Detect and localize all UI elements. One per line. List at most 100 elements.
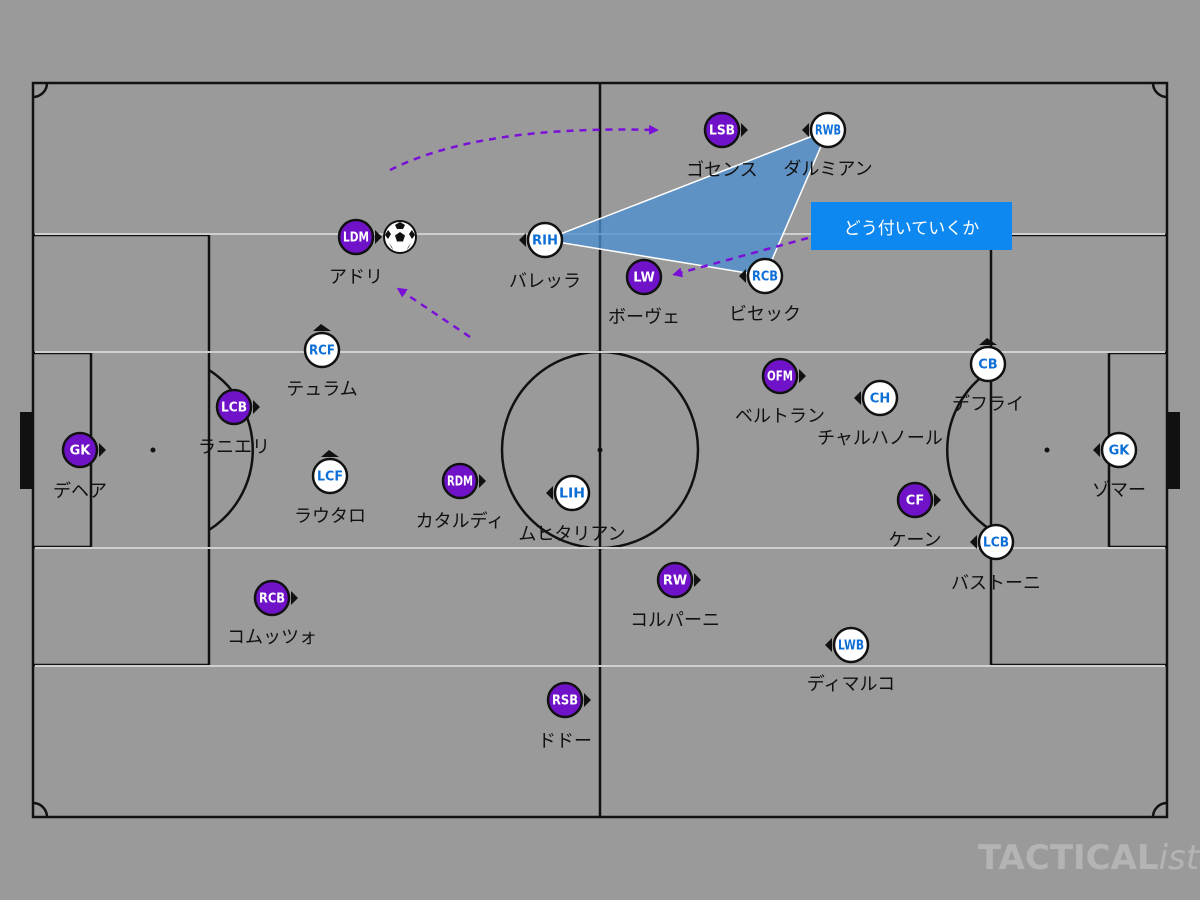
player-position: LIH	[559, 487, 585, 502]
player-name: バレッラ	[509, 271, 581, 292]
player-token-purple-lw: LW ボーヴェ	[608, 258, 680, 328]
player-name: ラニエリ	[198, 437, 270, 458]
player-marker	[746, 257, 784, 295]
player-name: ケーン	[888, 530, 941, 551]
facing-arrow-icon	[854, 391, 861, 405]
facing-arrow-icon	[1093, 443, 1100, 457]
player-position: LDM	[343, 231, 369, 246]
player-position: RIH	[532, 234, 558, 249]
player-name: ムヒタリアン	[518, 524, 625, 545]
player-marker	[61, 431, 99, 469]
player-marker	[809, 111, 847, 149]
player-position: LWB	[838, 639, 864, 654]
player-position: LW	[633, 271, 655, 286]
player-name: デフライ	[952, 394, 1024, 415]
player-name: ボーヴェ	[608, 307, 680, 328]
center-spot	[597, 447, 603, 453]
player-token-white-rcf: RCF テュラム	[286, 324, 358, 400]
pitch-spots	[150, 447, 1050, 453]
player-marker	[656, 561, 694, 599]
player-name: デヘア	[53, 481, 107, 502]
player-position: LCB	[983, 536, 1009, 551]
facing-arrow-icon	[291, 591, 298, 605]
player-name: ビセック	[729, 304, 801, 325]
facing-arrow-icon	[741, 123, 748, 137]
movement-arrows	[389, 124, 809, 339]
player-position: CH	[870, 392, 890, 407]
player-name: コルパーニ	[630, 610, 720, 631]
player-marker	[1100, 431, 1138, 469]
player-token-white-rwb: RWB ダルミアン	[783, 111, 873, 180]
player-position: GK	[70, 444, 92, 459]
player-position: RCF	[309, 344, 335, 359]
penalty-spot	[150, 447, 156, 453]
facing-arrow-icon	[970, 535, 977, 549]
facing-arrow-icon	[479, 474, 486, 488]
player-position: GK	[1109, 444, 1131, 459]
player-name: カタルディ	[416, 511, 505, 532]
player-position: RCB	[259, 592, 285, 607]
player-name: テュラム	[286, 379, 357, 400]
player-marker	[253, 579, 291, 617]
player-position: RSB	[552, 694, 578, 709]
player-name: アドリ	[329, 267, 383, 288]
facing-arrow-icon	[802, 123, 809, 137]
player-token-white-rih: RIH バレッラ	[509, 221, 581, 292]
player-name: チャルハノール	[817, 428, 943, 449]
watermark-italic: ista	[1158, 838, 1200, 878]
annotation-text: どう付いていくか	[843, 218, 980, 239]
player-token-white-rcb: RCB ビセック	[729, 257, 801, 325]
movement-arrow	[396, 287, 471, 339]
movement-arrow	[389, 124, 659, 172]
left-penalty-area	[33, 233, 211, 667]
corner-arc	[32, 801, 49, 818]
player-name: バストーニ	[951, 573, 1041, 594]
facing-arrow-icon	[799, 369, 806, 383]
soccer-ball-icon	[383, 220, 417, 254]
facing-arrow-icon	[694, 573, 701, 587]
player-name: ゴセンス	[686, 160, 758, 181]
player-position: OFM	[767, 370, 793, 385]
player-name: ダルミアン	[783, 159, 872, 180]
player-name: コムッツォ	[227, 627, 317, 648]
player-token-white-ch: CH チャルハノール	[817, 379, 943, 449]
player-token-white-cb: CB デフライ	[952, 338, 1024, 415]
player-position: RCB	[752, 270, 778, 285]
player-token-purple-rsb: RSB ドドー	[538, 681, 592, 752]
player-marker	[861, 379, 899, 417]
player-marker	[311, 457, 349, 495]
player-marker	[625, 258, 663, 296]
player-token-white-gk: GK ゾマー	[1092, 431, 1146, 501]
player-marker	[969, 345, 1007, 383]
corner-arc	[1151, 801, 1168, 818]
facing-arrow-icon	[321, 450, 339, 457]
player-marker	[761, 357, 799, 395]
player-name: ゾマー	[1092, 480, 1146, 501]
brand-watermark: TACTICALista	[978, 838, 1200, 878]
player-position: RWB	[815, 124, 841, 139]
player-marker	[526, 221, 564, 259]
player-marker	[303, 331, 341, 369]
player-marker	[441, 462, 479, 500]
player-token-purple-rcb: RCB コムッツォ	[227, 579, 317, 648]
player-token-white-lih: LIH ムヒタリアン	[518, 474, 626, 545]
player-name: ドドー	[538, 731, 592, 752]
right-goal	[1167, 412, 1180, 489]
player-marker	[832, 626, 870, 664]
player-token-purple-lcb: LCB ラニエリ	[198, 388, 270, 458]
player-marker	[546, 681, 584, 719]
right-penalty-area	[989, 233, 1167, 667]
highlight-triangle	[542, 128, 830, 277]
player-name: ラウタロ	[294, 506, 366, 527]
player-position: LCB	[221, 401, 247, 416]
player-position: CB	[978, 358, 997, 373]
player-marker	[337, 218, 375, 256]
